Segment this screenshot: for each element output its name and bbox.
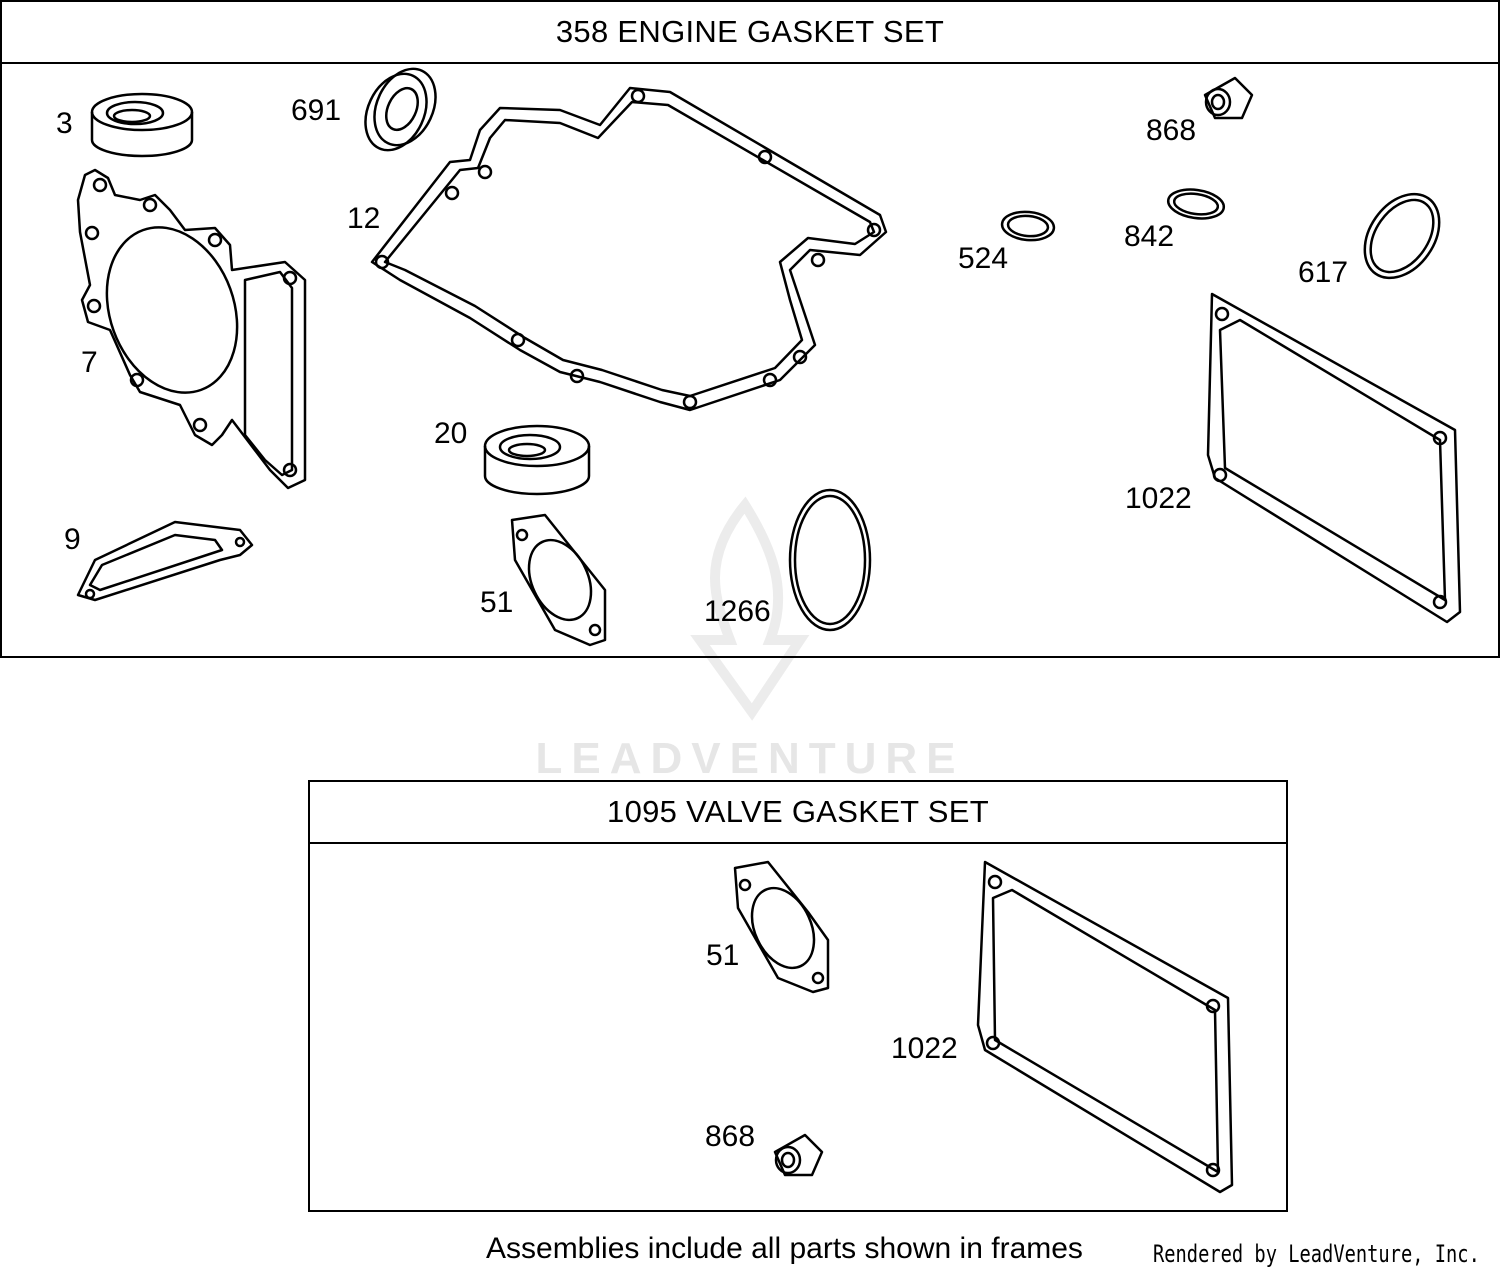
watermark-text: LEADVENTURE — [535, 734, 965, 783]
valve-part-868-valve-seal[interactable] — [773, 1133, 824, 1177]
part-12-crankcase-gasket[interactable] — [370, 86, 888, 412]
engine-gasket-set-parts — [76, 59, 1462, 647]
callout-617: 617 — [1298, 256, 1349, 289]
valve-part-51-exhaust-gasket[interactable] — [733, 860, 830, 994]
callout-3: 3 — [56, 107, 73, 140]
callout-51: 51 — [480, 586, 514, 619]
part-51-exhaust-gasket[interactable] — [510, 513, 607, 647]
callout-842: 842 — [1124, 220, 1175, 253]
valve-gasket-set-title: 1095 VALVE GASKET SET — [310, 782, 1286, 844]
callout-691: 691 — [291, 94, 342, 127]
callout-9: 9 — [64, 523, 81, 556]
callout-1022: 1022 — [1125, 482, 1192, 515]
part-9-intake-gasket[interactable] — [76, 520, 254, 602]
part-20-oil-seal[interactable] — [483, 424, 591, 496]
part-524-o-ring[interactable] — [1000, 210, 1056, 242]
callout-12: 12 — [347, 202, 381, 235]
rendered-by-note: Rendered by LeadVenture, Inc. — [1153, 1240, 1480, 1268]
engine-gasket-set-frame: 358 ENGINE GASKET SET — [0, 0, 1500, 658]
callout-1266: 1266 — [704, 595, 771, 628]
callout-20: 20 — [434, 417, 468, 450]
part-691-seal[interactable] — [354, 59, 448, 160]
part-3-oil-seal[interactable] — [90, 92, 194, 158]
engine-gasket-set-title: 358 ENGINE GASKET SET — [2, 2, 1498, 64]
valve-callout-868: 868 — [705, 1120, 756, 1153]
part-617-o-ring[interactable] — [1349, 180, 1454, 292]
assemblies-note: Assemblies include all parts shown in fr… — [486, 1232, 1083, 1265]
part-842-o-ring[interactable] — [1166, 186, 1226, 222]
valve-callout-51: 51 — [706, 939, 740, 972]
valve-part-1022-valve-cover-gasket[interactable] — [976, 860, 1234, 1194]
callout-868: 868 — [1146, 114, 1197, 147]
valve-callout-1022: 1022 — [891, 1032, 958, 1065]
valve-gasket-set-frame: 1095 VALVE GASKET SET — [308, 780, 1288, 1212]
part-1266-o-ring[interactable] — [788, 488, 872, 632]
part-1022-valve-cover-gasket[interactable] — [1206, 292, 1462, 624]
part-7-head-gasket[interactable] — [76, 168, 307, 490]
callout-524: 524 — [958, 242, 1009, 275]
callout-7: 7 — [81, 346, 98, 379]
part-868-valve-seal[interactable] — [1203, 76, 1254, 120]
